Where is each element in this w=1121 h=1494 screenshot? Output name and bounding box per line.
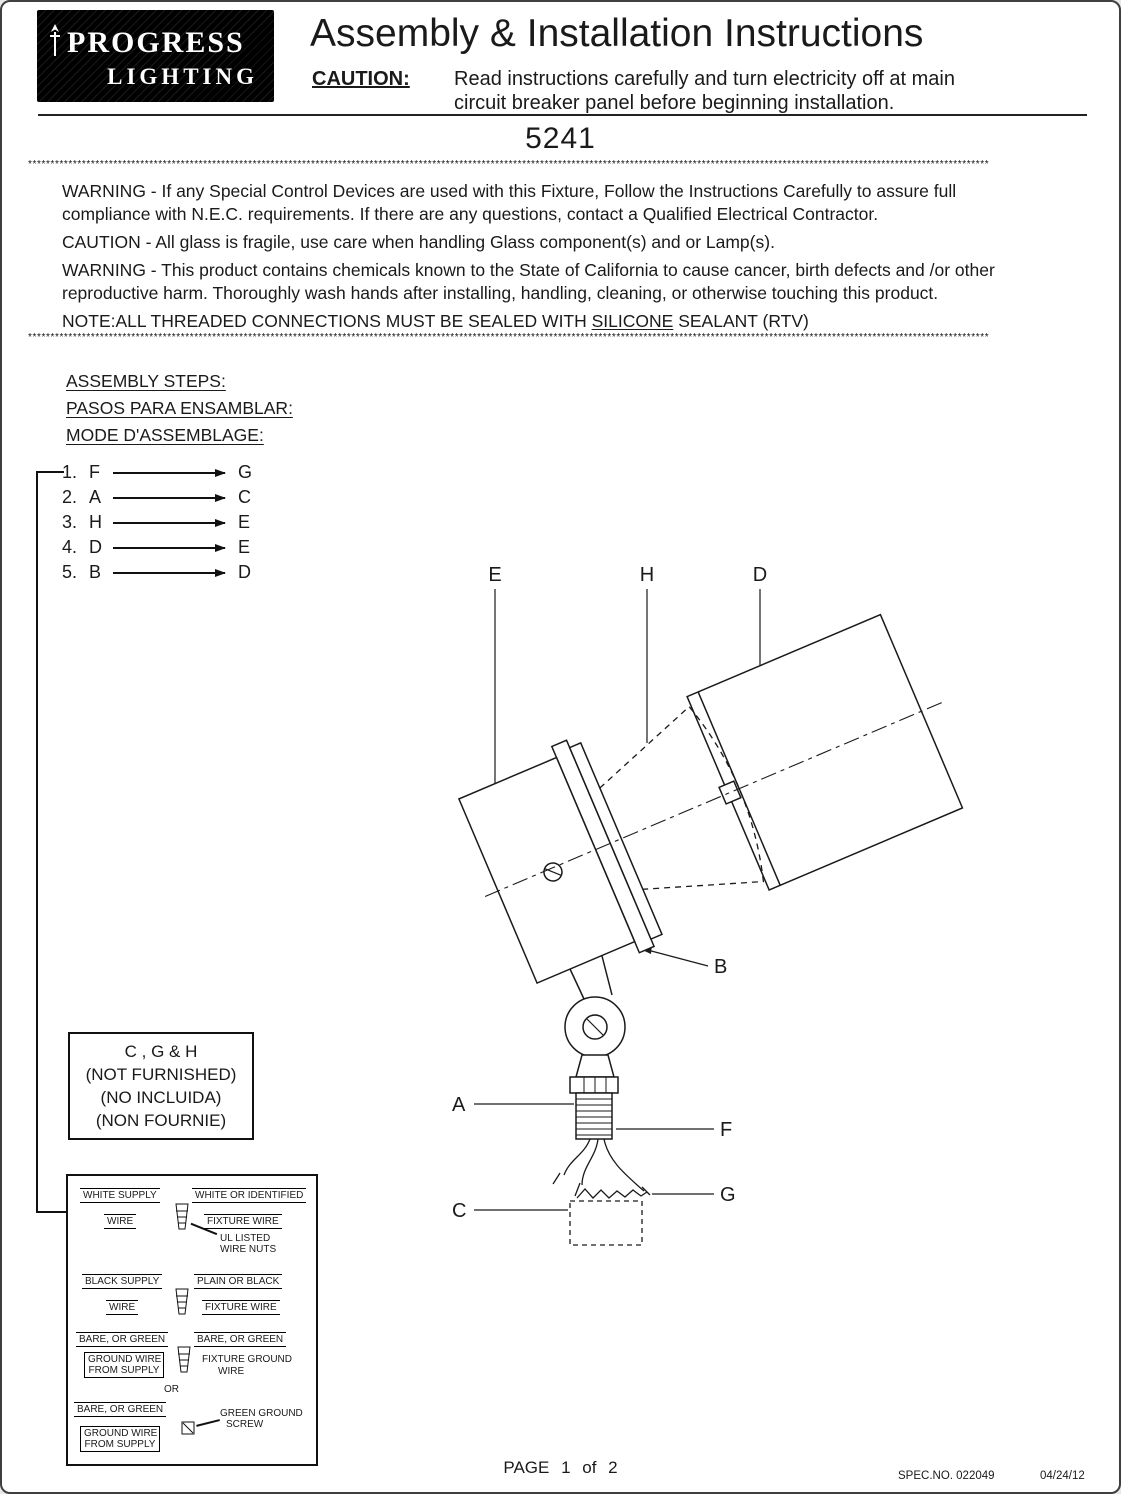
assembly-step: 5. B D [62, 562, 251, 582]
bracket-line-vertical [36, 471, 38, 1213]
arrow-icon [113, 471, 225, 474]
note-silicone: NOTE:ALL THREADED CONNECTIONS MUST BE SE… [62, 311, 809, 331]
white-supply-label: WHITE SUPPLY [80, 1188, 160, 1203]
asterisk-divider-bottom: ****************************************… [28, 332, 990, 343]
not-furnished-es: (NO INCLUIDA) [100, 1088, 222, 1107]
not-furnished-en: (NOT FURNISHED) [85, 1065, 237, 1084]
screw-leader-line [196, 1419, 220, 1427]
ground-wire-from-supply-box-2: GROUND WIRE FROM SUPPLY [80, 1426, 160, 1452]
torch-icon [47, 23, 63, 64]
assembly-headings: ASSEMBLY STEPS: PASOS PARA ENSAMBLAR: MO… [66, 368, 293, 449]
arrow-icon [113, 571, 225, 574]
green-ground-label: GREEN GROUND [220, 1408, 303, 1419]
white-supply-label-2: WIRE [104, 1214, 137, 1229]
assembly-step: 4. D E [62, 537, 251, 557]
collar [569, 1076, 619, 1094]
diagram-label-A: A [452, 1094, 466, 1116]
spec-number: SPEC.NO. 022049 [898, 1470, 995, 1482]
caution-label: CAUTION: [312, 68, 410, 90]
arrow-icon [113, 521, 225, 524]
bracket-line-bottom [36, 1211, 68, 1213]
black-fixture-label-2: FIXTURE WIRE [202, 1300, 280, 1315]
assembly-steps: 1. F G 2. A C 3. H E 4. D E 5. B D [62, 460, 252, 585]
diagram-label-H: H [640, 564, 654, 586]
wire-nut-icon [172, 1288, 192, 1318]
or-label: OR [164, 1384, 179, 1395]
warning-california: WARNING - This product contains chemical… [62, 260, 995, 303]
fixture-ground-label-2: WIRE [218, 1366, 245, 1377]
ground-wire-from-supply-box: GROUND WIRE FROM SUPPLY [84, 1352, 164, 1378]
threads [576, 1098, 612, 1136]
axis-centerline [484, 700, 946, 897]
bare-fixture-label: BARE, OR GREEN [194, 1332, 287, 1347]
assembly-step: 1. F G [62, 462, 253, 482]
lamp-outline [599, 705, 765, 890]
not-furnished-box: C , G & H (NOT FURNISHED) (NO INCLUIDA) … [68, 1032, 254, 1140]
assembly-step: 2. A C [62, 487, 251, 507]
arrow-icon [113, 496, 225, 499]
arrow-icon [113, 546, 225, 549]
assembly-heading-fr: MODE D'ASSEMBLAGE: [66, 425, 264, 445]
not-furnished-fr: (NON FOURNIE) [95, 1111, 227, 1130]
supply-wires [552, 1138, 651, 1199]
model-number: 5241 [525, 122, 596, 155]
wiring-diagram-box: WHITE SUPPLY WHITE OR IDENTIFIED WIRE FI… [66, 1174, 318, 1466]
brand-name: PROGRESS [67, 26, 245, 59]
knuckle-arm [569, 968, 585, 1000]
white-fixture-label-2: FIXTURE WIRE [204, 1214, 282, 1229]
green-screw-label: SCREW [226, 1419, 264, 1430]
white-fixture-label: WHITE OR IDENTIFIED [192, 1188, 307, 1203]
ground-screw-icon [180, 1420, 196, 1439]
ul-listed-label: UL LISTED [220, 1233, 271, 1244]
diagram-label-E: E [488, 564, 501, 586]
revision-date: 04/24/12 [1040, 1470, 1085, 1482]
wire-nuts-label: WIRE NUTS [220, 1244, 277, 1255]
black-fixture-label: PLAIN OR BLACK [194, 1274, 283, 1289]
knuckle-neck [575, 1054, 615, 1078]
diagram-label-C: C [452, 1200, 466, 1222]
junction-box-dashed [569, 1200, 643, 1246]
caution-glass: CAUTION - All glass is fragile, use care… [62, 232, 775, 252]
fixture-diagram: E H D B A F C G [432, 557, 1012, 1257]
bracket-line-top [36, 471, 64, 473]
assembly-heading-es: PASOS PARA ENSAMBLAR: [66, 398, 293, 418]
assembly-heading-en: ASSEMBLY STEPS: [66, 371, 226, 391]
threaded-nipple [575, 1092, 613, 1140]
assembly-step: 3. H E [62, 512, 251, 532]
caution-text: Read instructions carefully and turn ele… [454, 68, 955, 114]
bare-supply-label: BARE, OR GREEN [76, 1332, 169, 1347]
warning-special-controls: WARNING - If any Special Control Devices… [62, 181, 957, 224]
bare-supply-label-2: BARE, OR GREEN [74, 1402, 167, 1417]
header-divider [38, 114, 1087, 116]
black-supply-label: BLACK SUPPLY [82, 1274, 163, 1289]
swivel-screw-slot [586, 1018, 604, 1036]
knuckle-arm [601, 955, 613, 996]
wire-nut-icon [172, 1203, 192, 1233]
warnings-block: WARNING - If any Special Control Devices… [62, 180, 1047, 338]
fixture-ground-label: FIXTURE GROUND [202, 1354, 292, 1365]
wire-nut-icon [174, 1346, 194, 1376]
page-title: Assembly & Installation Instructions [310, 12, 924, 55]
asterisk-divider-top: ****************************************… [28, 159, 990, 170]
not-furnished-parts: C , G & H [124, 1042, 198, 1061]
leader-B [639, 947, 709, 967]
diagram-label-D: D [753, 564, 767, 586]
diagram-label-F: F [720, 1119, 732, 1141]
progress-lighting-logo: PROGRESS LIGHTING [37, 10, 274, 102]
diagram-label-G: G [720, 1184, 736, 1206]
black-supply-label-2: WIRE [106, 1300, 139, 1315]
brand-name-2: LIGHTING [107, 63, 258, 89]
diagram-label-B: B [714, 956, 727, 978]
page-number: PAGE 1 of 2 [503, 1458, 618, 1477]
